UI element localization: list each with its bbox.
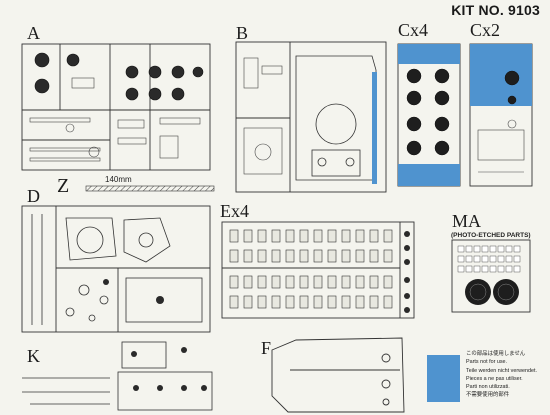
sprue-c2-frame: [469, 43, 533, 187]
sprue-k-frame: [22, 341, 213, 411]
sprue-a-small-parts: [29, 77, 201, 162]
sprue-e-frame: [221, 221, 415, 319]
sprue-a-wheels: [34, 52, 204, 101]
sprue-z-label: Z: [57, 175, 70, 197]
sprue-d-label: D: [27, 186, 40, 206]
sprue-d-parts: [31, 214, 203, 325]
sprue-b-hull-top: [295, 55, 377, 181]
sprue-a-frame: [21, 43, 211, 171]
not-for-use-swatch: [427, 355, 460, 402]
sprue-ma-fret: [451, 239, 531, 313]
sprue-e-label: Ex4: [220, 201, 249, 221]
sprue-b-frame: [235, 41, 387, 193]
sprue-c4-frame: [397, 43, 461, 187]
scale-length-label: 140mm: [105, 175, 132, 184]
sprue-f-label: F: [261, 338, 272, 358]
not-for-use-notes: この部品は使用しません Parts not for use. Teile wer…: [466, 350, 550, 400]
legend-note-it: Parti non utilizzati.: [466, 384, 510, 391]
sprue-b-small-parts: [243, 57, 283, 175]
kit-number: KIT NO. 9103: [451, 2, 540, 18]
sprue-d-frame: [21, 205, 211, 333]
sprue-k-parts: [131, 347, 207, 391]
legend-note-fr: Pieces a ne pas utiliser.: [466, 375, 523, 382]
sprue-c4-label: Cx4: [398, 20, 429, 40]
legend-note-en: Parts not for use.: [466, 359, 508, 366]
sprue-c2-label: Cx2: [470, 20, 501, 40]
sprue-f-hull: [271, 337, 405, 413]
sprue-b-unused-part: [372, 72, 377, 184]
sprue-z-bar: [85, 185, 215, 192]
sprue-e-track-links: [229, 229, 393, 309]
sprue-a-label: A: [27, 23, 40, 43]
photo-etched-caption: (PHOTO-ETCHED PARTS): [451, 232, 531, 239]
legend-note-de: Teile werden nicht verwendet.: [466, 367, 538, 374]
legend-note-ja: この部品は使用しません: [466, 351, 526, 357]
sprue-d-dark-bits: [103, 279, 164, 304]
sprue-b-label: B: [236, 23, 249, 43]
sprue-ma-label: MA: [452, 211, 482, 231]
sprue-e-sprockets: [404, 231, 410, 313]
sprue-k-label: K: [27, 346, 40, 366]
legend-note-zh: 不需要使用的部件: [466, 392, 510, 399]
